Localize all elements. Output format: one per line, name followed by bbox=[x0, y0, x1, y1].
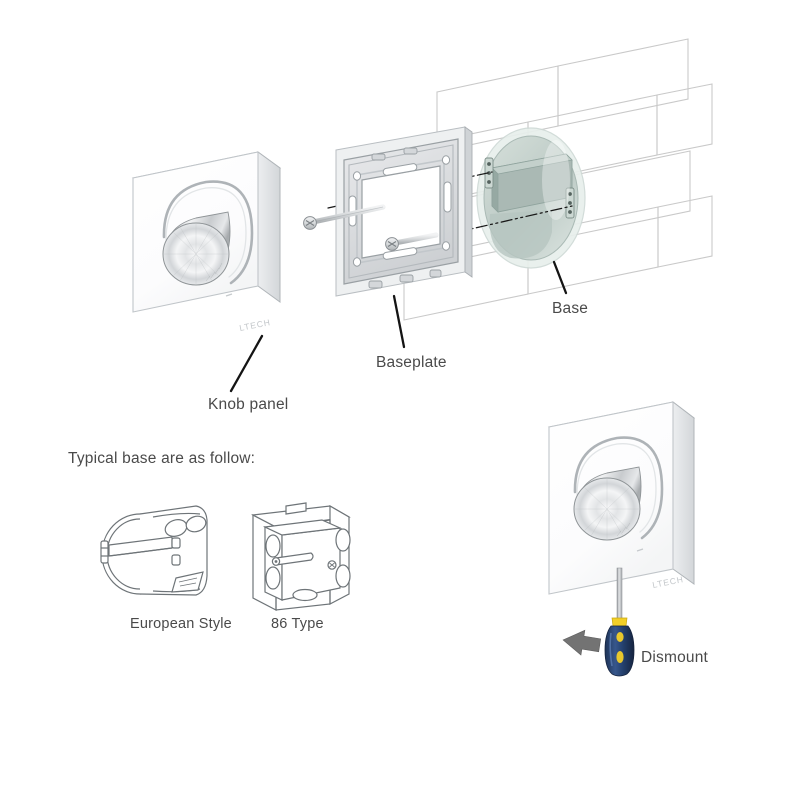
ltech-logo-dismount: LTECH bbox=[651, 574, 684, 590]
label-dismount: Dismount bbox=[641, 649, 709, 666]
base-wall-box bbox=[476, 127, 586, 269]
leader-line-baseplate bbox=[392, 294, 406, 349]
screwdriver-tool bbox=[604, 567, 635, 677]
label-baseplate: Baseplate bbox=[376, 354, 447, 371]
baseplate bbox=[335, 126, 473, 297]
mounting-screw-upper bbox=[303, 204, 386, 230]
screwdriver-collar bbox=[611, 617, 628, 627]
leader-line-base bbox=[552, 260, 568, 295]
ltech-logo: LTECH bbox=[238, 317, 271, 333]
label-base: Base bbox=[552, 300, 589, 317]
leader-line-knob-panel bbox=[229, 334, 264, 393]
european-style-base bbox=[100, 505, 208, 596]
label-typical-base: Typical base are as follow: bbox=[68, 450, 256, 467]
dismount-direction-arrow bbox=[562, 629, 602, 656]
label-knob-panel: Knob panel bbox=[208, 396, 289, 413]
screwdriver-shaft bbox=[616, 567, 623, 621]
dismount-knob-panel: LTECH bbox=[547, 400, 696, 595]
label-european-style: European Style bbox=[130, 616, 232, 632]
label-86-type: 86 Type bbox=[271, 616, 324, 632]
86-type-base bbox=[250, 502, 351, 611]
mounting-screw-lower bbox=[385, 232, 439, 251]
knob-panel: LTECH bbox=[131, 151, 282, 333]
